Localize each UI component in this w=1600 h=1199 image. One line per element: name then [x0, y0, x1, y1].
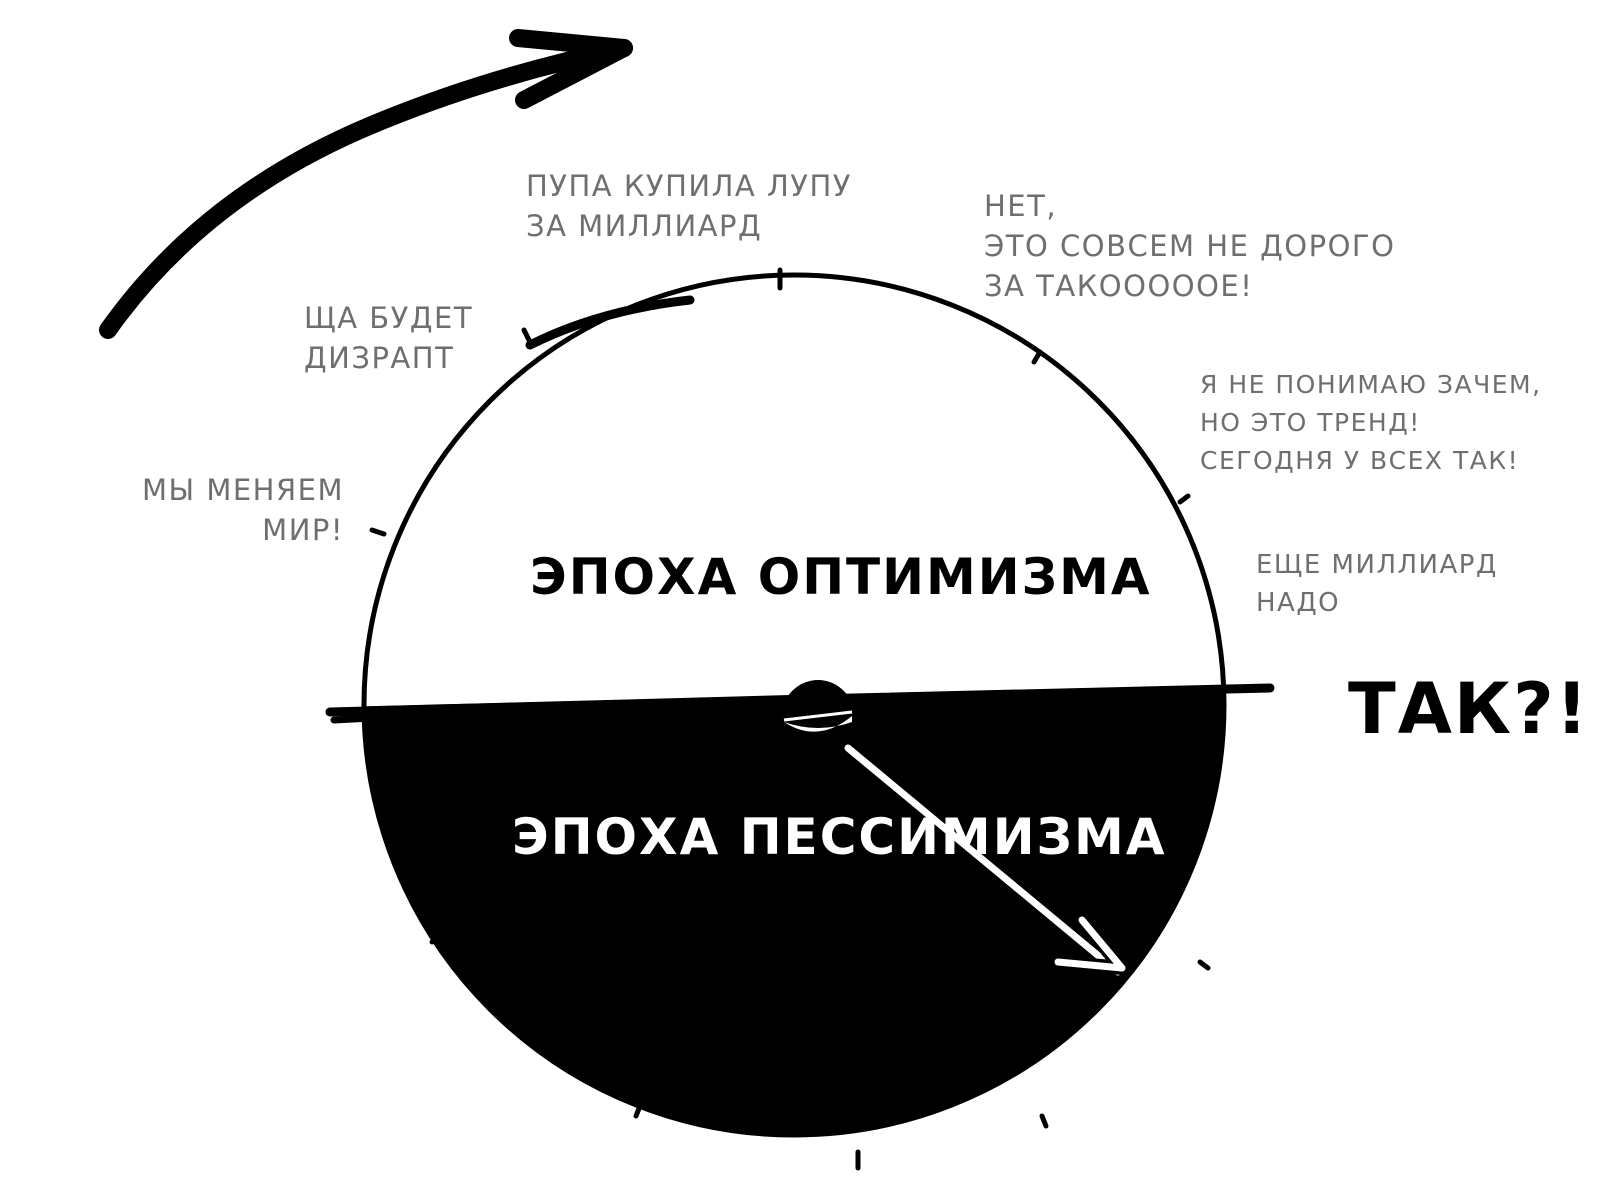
- note-line: ЗА ТАКОООООЕ!: [984, 269, 1254, 303]
- note-change-world: МЫ МЕНЯЕМ МИР!: [88, 470, 344, 550]
- pessimism-era-label: ЭПОХА ПЕССИМИЗМА: [512, 808, 1167, 866]
- note-line: МЫ МЕНЯЕМ: [142, 473, 344, 507]
- note-line: ЕЩЕ МИЛЛИАРД: [1256, 550, 1498, 580]
- note-line: СЕГОДНЯ У ВСЕХ ТАК!: [1200, 446, 1520, 475]
- note-line: ПУПА КУПИЛА ЛУПУ: [526, 169, 852, 203]
- wheel-ticks: [369, 267, 1211, 1171]
- note-line: НАДО: [1256, 588, 1341, 618]
- note-disrupt: ЩА БУДЕТ ДИЗРАПТ: [304, 298, 473, 378]
- note-not-expensive: НЕТ, ЭТО СОВСЕМ НЕ ДОРОГО ЗА ТАКОООООЕ!: [984, 186, 1395, 306]
- note-trend: Я НЕ ПОНИМАЮ ЗАЧЕМ, НО ЭТО ТРЕНД! СЕГОДН…: [1200, 366, 1542, 480]
- pointer-arrow: [841, 741, 1129, 979]
- note-line: НЕТ,: [984, 189, 1058, 223]
- note-one-more-billion: ЕЩЕ МИЛЛИАРД НАДО: [1256, 546, 1498, 622]
- divider-line-left-tail: [330, 714, 376, 724]
- note-line: ЭТО СОВСЕМ НЕ ДОРОГО: [984, 229, 1396, 263]
- note-line: Я НЕ ПОНИМАЮ ЗАЧЕМ,: [1200, 370, 1542, 399]
- note-pupa-lupa: ПУПА КУПИЛА ЛУПУ ЗА МИЛЛИАРД: [526, 166, 852, 246]
- note-line: НО ЭТО ТРЕНД!: [1200, 408, 1421, 437]
- note-line: ЩА БУДЕТ: [304, 301, 474, 335]
- note-line: ДИЗРАПТ: [304, 341, 455, 375]
- rotation-arrow: [99, 29, 633, 339]
- note-line: ЗА МИЛЛИАРД: [526, 209, 763, 243]
- hub: [782, 680, 854, 752]
- note-line: МИР!: [262, 513, 344, 547]
- optimism-era-label: ЭПОХА ОПТИМИЗМА: [530, 548, 1152, 606]
- shout-label: ТАК?!: [1348, 668, 1590, 750]
- wheel-arc-bold: [525, 295, 695, 350]
